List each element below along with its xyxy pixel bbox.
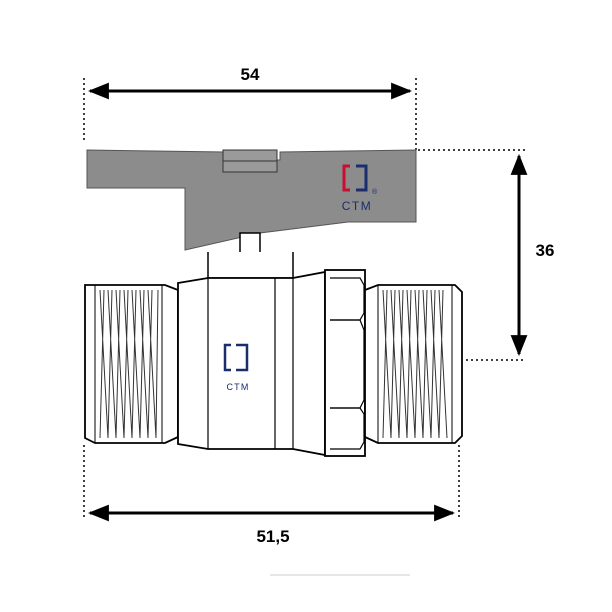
left-thread-lines (99, 289, 159, 439)
handle-logo-text: CTM (342, 199, 373, 213)
handle-logo-mark (342, 164, 350, 192)
handle-logo: ® CTM (342, 164, 378, 213)
dimension-height: 36 (418, 149, 555, 361)
right-threaded-end (364, 284, 463, 444)
body-logo-mark (223, 343, 231, 372)
stem-square (239, 232, 261, 256)
valve-body: CTM (177, 270, 326, 457)
dimension-label-right: 36 (536, 241, 555, 260)
hex-nut (324, 269, 366, 457)
left-threaded-end (84, 284, 179, 444)
handle-logo-registered: ® (372, 188, 378, 196)
dimension-top-width: 54 (83, 65, 417, 150)
dimension-bottom-width: 51,5 (83, 445, 460, 546)
body-logo-text: CTM (226, 382, 249, 392)
right-thread-lines (382, 289, 448, 439)
valve-handle: ® CTM (86, 149, 417, 256)
dimension-label-top: 54 (241, 65, 260, 84)
body-logo: CTM (223, 343, 249, 392)
valve-neck (207, 252, 294, 279)
dimension-label-bottom: 51,5 (256, 527, 289, 546)
